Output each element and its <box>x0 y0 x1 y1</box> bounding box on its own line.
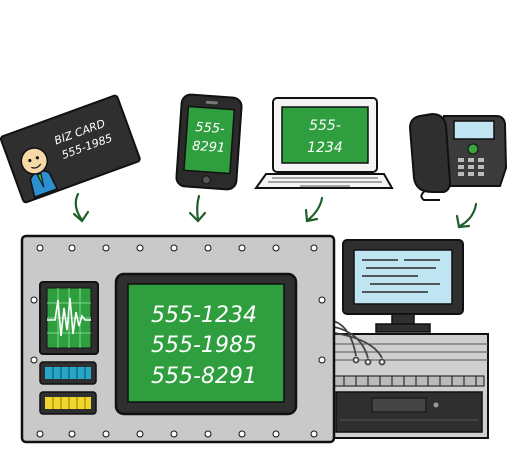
computer-monitor-icon <box>342 239 464 333</box>
person-avatar <box>20 147 59 199</box>
arrow-down-icon <box>455 202 478 229</box>
laptop-line1: 555- <box>309 118 341 134</box>
screen-number-1: 555-1234 <box>151 303 257 328</box>
arrow-down-icon <box>304 196 324 223</box>
server-machine-icon: 555-1234 555-1985 555-8291 <box>20 234 336 444</box>
arrow-down-icon <box>188 194 207 223</box>
desk-phone-icon <box>408 112 508 201</box>
smartphone-line1: 555- <box>195 120 226 137</box>
yellow-indicator-light <box>39 391 97 415</box>
smartphone-line2: 8291 <box>192 139 226 156</box>
arrow-down-icon <box>72 192 90 223</box>
screen-number-2: 555-1985 <box>151 333 257 358</box>
blue-indicator-light <box>39 361 97 385</box>
rivets <box>30 244 326 438</box>
business-card-icon: BIZ CARD 555-1985 <box>0 94 141 204</box>
smartphone-icon: 555- 8291 <box>175 93 243 191</box>
laptop-line2: 1234 <box>307 140 343 156</box>
server-rack-icon <box>329 333 489 439</box>
oscilloscope-display <box>39 281 99 355</box>
laptop-icon: 555- 1234 <box>254 97 394 189</box>
screen-number-3: 555-8291 <box>151 364 257 389</box>
main-screen: 555-1234 555-1985 555-8291 <box>114 272 298 416</box>
